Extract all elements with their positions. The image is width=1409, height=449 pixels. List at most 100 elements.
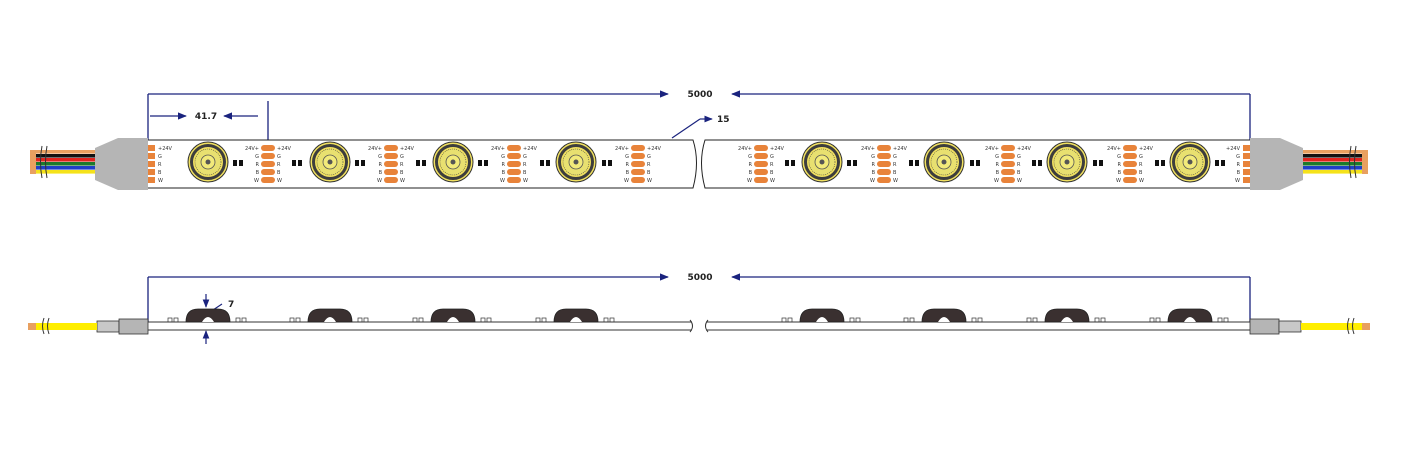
led-center [1187,159,1193,165]
led-ring [190,144,226,180]
led-profile-window [202,317,214,322]
solder-pad [1123,169,1137,175]
solder-pad [261,161,275,167]
smd-side [1026,317,1032,323]
solder-pad [384,153,398,159]
pad-label: 24V+ [368,146,382,152]
pad-label: W [624,178,629,184]
connector-right-body [1249,318,1280,335]
smd-side [977,317,983,323]
smd-side [295,317,301,323]
smd-resistor [1032,160,1036,166]
pad-label: G [523,154,527,160]
pad-label: R [1118,162,1122,168]
pad-label: G [400,154,404,160]
solder-pad [384,169,398,175]
smd-resistor [1155,160,1159,166]
pad-label: +24V [770,146,785,152]
solder-pad [754,169,768,175]
lead-wires-left [30,145,95,179]
profile-break-left [689,319,693,333]
pad-label: G [647,154,651,160]
pad-label: G [893,154,897,160]
smd-resistor [1093,160,1097,166]
pad-label: B [770,170,774,176]
cable-left [30,323,97,330]
pad-label: +24V [400,146,415,152]
pad-label: B [749,170,753,176]
solder-pad [261,145,275,151]
pad-label: G [1017,154,1021,160]
pad-label: B [1118,170,1122,176]
pad-label: W [770,178,775,184]
smd-side [1223,317,1229,323]
smd-resistor [602,160,606,166]
pad-label: R [647,162,651,168]
wire [36,162,95,166]
led-profile-bump [921,308,967,323]
pad-label: R [996,162,1000,168]
pad-label: 24V+ [861,146,875,152]
solder-pad [261,153,275,159]
pad-label: 24V+ [985,146,999,152]
width-leader [671,118,701,139]
smd-side [909,317,915,323]
strip-width-label: 15 [717,115,730,125]
led-center [573,159,579,165]
pad-label: 24V+ [491,146,505,152]
pad-label: R [893,162,897,168]
pad-label: W [1235,178,1240,184]
pad-label: G [255,154,259,160]
end-pad [148,145,155,151]
pad-label: +24V [523,146,538,152]
pad-label: G [995,154,999,160]
smd-side [480,317,486,323]
solder-pad [507,161,521,167]
pad-label: W [523,178,528,184]
pad-label: G [1117,154,1121,160]
pad-label: W [500,178,505,184]
smd-resistor [484,160,488,166]
solder-pad [1001,169,1015,175]
smd-side [173,317,179,323]
smd-resistor [478,160,482,166]
smd-side [289,317,295,323]
led-profile-window [816,317,828,322]
smd-side [609,317,615,323]
pad-label: W [747,178,752,184]
connector-left-body [118,318,149,335]
smd-resistor [970,160,974,166]
smd-resistor [1161,160,1165,166]
pad-label: 24V+ [1107,146,1121,152]
pad-label: R [256,162,260,168]
led-profile-window [570,317,582,322]
pad-label: G [770,154,774,160]
smd-resistor [540,160,544,166]
pad-label: B [647,170,651,176]
total-length-label: 5000 [687,90,712,100]
smd-side [418,317,424,323]
pad-label: B [523,170,527,176]
cable-tip-left [28,323,36,330]
led-profile-bump [553,308,599,323]
led-center [205,159,211,165]
wire [1303,162,1362,166]
pad-label: +24V [1226,146,1241,152]
end-cap-right [1250,138,1303,190]
led-center [327,159,333,165]
smd-side [486,317,492,323]
smd-side [541,317,547,323]
pad-label: W [870,178,875,184]
solder-pad [754,153,768,159]
solder-pad [261,169,275,175]
smd-resistor [608,160,612,166]
wire [1303,170,1362,174]
solder-pad [754,177,768,183]
pad-label: W [994,178,999,184]
wire [1303,150,1362,154]
smd-side [787,317,793,323]
led-profile-bump [1044,308,1090,323]
led-profiles [167,308,1229,323]
cable-break-right [1347,317,1355,335]
